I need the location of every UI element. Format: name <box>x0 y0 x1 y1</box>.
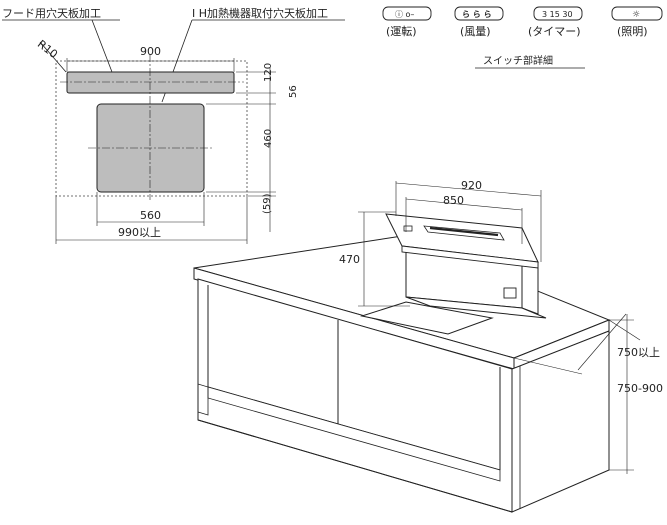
ih-cooktop <box>360 301 494 335</box>
worktop-outline <box>55 60 248 197</box>
hood-leader-line <box>91 19 113 73</box>
hood-control-panel <box>503 287 517 299</box>
operation-icon: ⓘ o– <box>395 10 414 19</box>
dim-850: 850 <box>443 194 464 207</box>
switch-label-operation: (運転) <box>386 25 417 38</box>
fan-icon: ら ら ら <box>462 10 492 19</box>
dim-750-900: 750-900 <box>617 382 663 395</box>
switch-fan <box>454 6 504 21</box>
dim-460: 460 <box>263 129 274 148</box>
timer-icon: 3 15 30 <box>542 10 573 19</box>
dim-59: (59) <box>262 193 273 214</box>
switch-detail: ⓘ o– (運転) ら ら ら (風量) 3 15 30 (タイマー) ☼ (照… <box>382 6 663 69</box>
switch-label-timer: (タイマー) <box>528 25 581 38</box>
isometric-view: 920 850 470 750以上 750-900 <box>193 179 663 513</box>
dim-990: 990以上 <box>118 226 161 239</box>
switch-light <box>611 6 663 21</box>
hood-cutout <box>66 71 235 94</box>
switch-caption: スイッチ部詳細 <box>483 54 553 67</box>
radius-label: R10 <box>35 38 60 62</box>
switch-operation <box>382 6 432 21</box>
switch-label-fan: (風量) <box>460 25 491 38</box>
dim-920: 920 <box>461 179 482 192</box>
dim-900: 900 <box>140 45 161 58</box>
ih-cutout-label: I H加熱機器取付穴天板加工 <box>192 6 328 20</box>
light-icon: ☼ <box>632 10 640 20</box>
dim-750-min: 750以上 <box>617 346 660 359</box>
dim-470: 470 <box>339 253 360 266</box>
switch-timer <box>533 6 583 21</box>
dim-56: 56 <box>288 85 299 98</box>
dim-560: 560 <box>140 209 161 222</box>
switch-label-light: (照明) <box>617 25 648 38</box>
dim-120: 120 <box>263 63 274 82</box>
hood-cutout-label: フード用穴天板加工 <box>2 6 101 20</box>
plan-view: フード用穴天板加工 I H加熱機器取付穴天板加工 R10 900 120 56 <box>2 6 345 244</box>
